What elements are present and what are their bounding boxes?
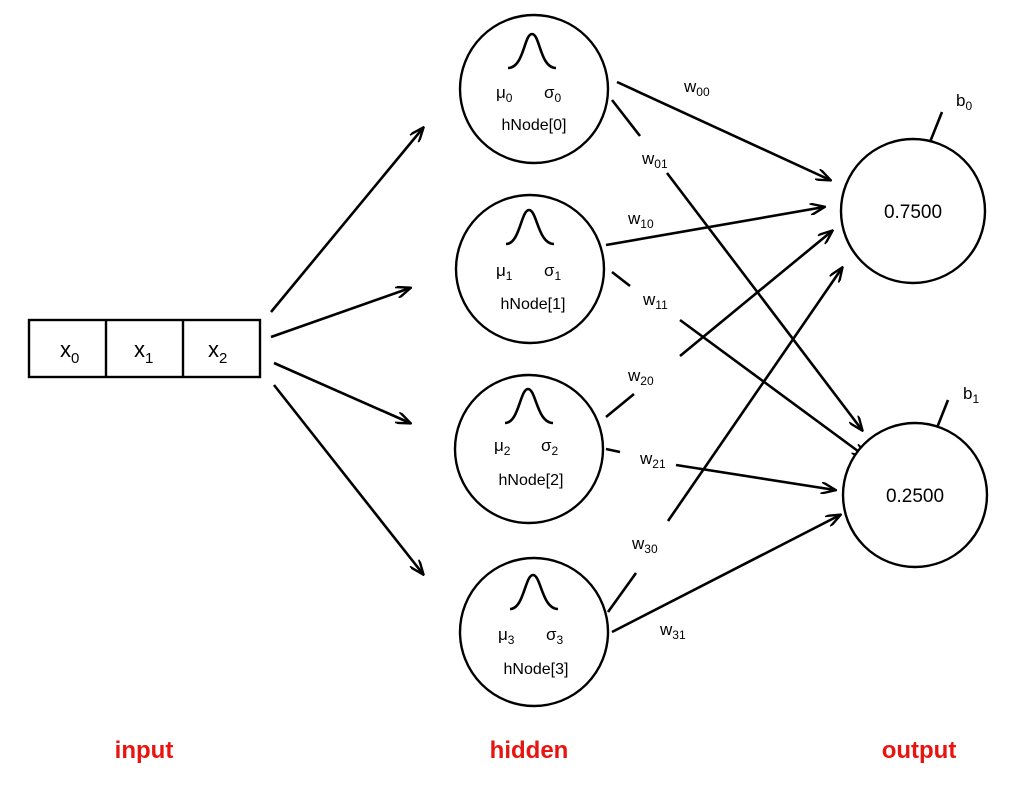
weight-label-w20: w20 [627, 366, 654, 388]
edge-w00 [616, 80, 830, 180]
input-cell-x2: x2 [208, 337, 227, 367]
edge-w10 [605, 207, 824, 247]
layer-label-output: output [882, 737, 957, 764]
svg-text:μ2: μ2 [494, 436, 511, 458]
layer-label-hidden: hidden [490, 737, 569, 764]
weight-label-w31: w31 [659, 620, 686, 642]
svg-text:σ3: σ3 [546, 625, 564, 647]
edge-w20 [679, 231, 832, 358]
hidden-node-label: hNode[2] [499, 472, 564, 489]
weight-label-w30: w30 [631, 534, 658, 556]
weight-label-w01: w01 [641, 149, 668, 171]
output-node-0: 0.7500 [839, 137, 987, 285]
edge-w20-start [605, 392, 635, 419]
arrow-input-hidden3 [272, 384, 423, 574]
input-vector: x0 x1 x2 [27, 318, 262, 379]
bias-label-b1: b1 [963, 384, 979, 406]
svg-text:σ0: σ0 [544, 83, 562, 105]
arrow-input-hidden2 [273, 361, 410, 423]
edge-w30-start [606, 572, 638, 613]
weight-label-w11: w11 [642, 290, 668, 312]
edge-w30 [666, 268, 842, 522]
hidden-to-output-arrows [605, 80, 866, 634]
hidden-node-label: hNode[1] [501, 296, 566, 313]
gaussian-icon [507, 32, 557, 70]
gaussian-icon [509, 573, 559, 611]
input-cell-x1: x1 [134, 337, 153, 367]
svg-text:μ1: μ1 [496, 261, 513, 283]
edge-w11-start [611, 270, 631, 288]
hidden-node-label: hNode[0] [502, 117, 567, 134]
hidden-node-1: μ1 σ1 hNode[1] [454, 193, 606, 345]
weight-labels: w00 w01 w10 w11 w20 w21 w30 w31 [627, 77, 710, 642]
input-cell-x0: x0 [60, 337, 79, 367]
svg-text:μ0: μ0 [496, 83, 513, 105]
svg-text:σ2: σ2 [541, 436, 559, 458]
edge-w21-start [605, 447, 621, 454]
arrow-input-hidden0 [269, 128, 423, 313]
weight-label-w21: w21 [639, 449, 666, 471]
output-node-1: 0.2500 [841, 421, 989, 569]
hidden-node-0: μ0 σ0 hNode[0] [458, 13, 610, 165]
edge-w01 [665, 172, 862, 430]
edge-w01-start [610, 99, 642, 137]
hidden-node-3: μ3 σ3 hNode[3] [458, 556, 610, 708]
weight-label-w00: w00 [683, 77, 710, 99]
output-value: 0.7500 [884, 202, 942, 223]
hidden-node-label: hNode[3] [504, 661, 569, 678]
hidden-node-2: μ2 σ2 hNode[2] [453, 373, 605, 525]
svg-text:σ1: σ1 [544, 261, 562, 283]
weight-label-w10: w10 [627, 209, 654, 231]
input-to-hidden-arrows [269, 128, 423, 574]
gaussian-icon [505, 208, 555, 246]
edge-w31 [611, 515, 840, 634]
gaussian-icon [504, 387, 554, 425]
svg-text:μ3: μ3 [498, 625, 515, 647]
edge-w21 [675, 463, 835, 490]
output-value: 0.2500 [886, 486, 944, 507]
bias-label-b0: b0 [956, 91, 972, 113]
edge-w11 [679, 318, 866, 457]
arrow-input-hidden1 [270, 288, 410, 339]
layer-label-input: input [115, 737, 174, 764]
